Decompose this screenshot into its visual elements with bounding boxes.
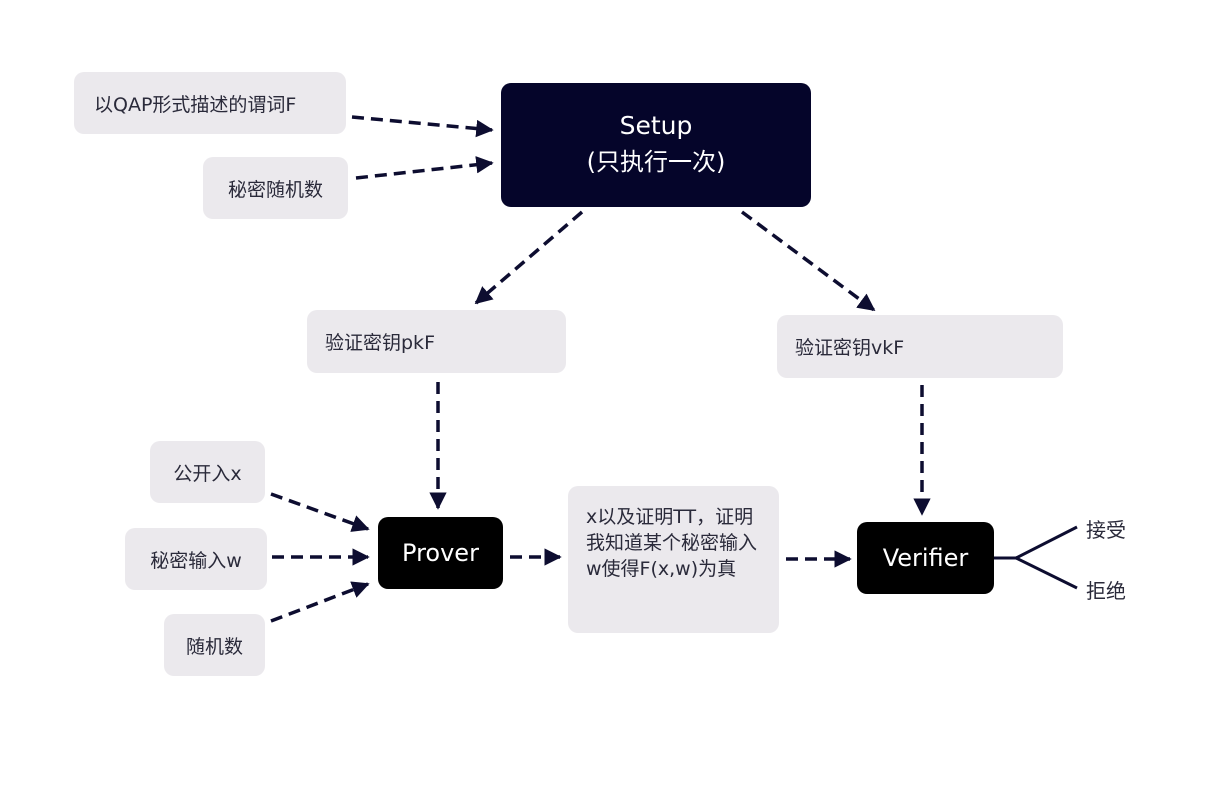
pk-label: 验证密钥pkF: [325, 332, 435, 354]
pk-box: 验证密钥pkF: [307, 310, 566, 373]
vk-label: 验证密钥vkF: [795, 337, 905, 359]
verifier-box: Verifier: [857, 522, 994, 594]
edge-random-setup: [355, 156, 494, 180]
public-input-label: 公开入x: [173, 462, 242, 485]
edge-verifier-accept: [1015, 525, 1078, 560]
proof-box: x以及证明TT，证明我知道某个秘密输入w使得F(x,w)为真: [568, 486, 779, 633]
random-label: 随机数: [185, 635, 243, 658]
vk-box: 验证密钥vkF: [777, 315, 1063, 378]
secret-random-label: 秘密随机数: [227, 178, 323, 201]
proof-label: x以及证明TT，证明我知道某个秘密输入w使得F(x,w)为真: [586, 506, 758, 580]
setup-box: Setup (只执行一次): [501, 83, 811, 207]
edge-setup-vk: [740, 210, 876, 312]
reject-label: 拒绝: [1086, 579, 1126, 603]
secret-random-box: 秘密随机数: [203, 157, 348, 219]
secret-input-label: 秘密输入w: [150, 549, 242, 572]
predicate-box: 以QAP形式描述的谓词F: [74, 72, 346, 134]
accept-label: 接受: [1086, 518, 1126, 542]
edge-setup-pk: [474, 210, 584, 305]
verifier-label: Verifier: [882, 544, 969, 572]
public-input-box: 公开入x: [150, 441, 265, 503]
predicate-label: 以QAP形式描述的谓词F: [94, 93, 297, 116]
edge-random-prover: [270, 581, 370, 623]
setup-subtitle: (只执行一次): [586, 148, 726, 176]
setup-title: Setup: [619, 111, 693, 140]
prover-label: Prover: [402, 539, 479, 567]
edge-verifier-reject: [1015, 556, 1078, 590]
edge-predicate-setup: [351, 115, 494, 138]
edge-public-prover: [270, 492, 370, 532]
random-box: 随机数: [164, 614, 265, 676]
prover-box: Prover: [378, 517, 503, 589]
secret-input-box: 秘密输入w: [125, 528, 267, 590]
